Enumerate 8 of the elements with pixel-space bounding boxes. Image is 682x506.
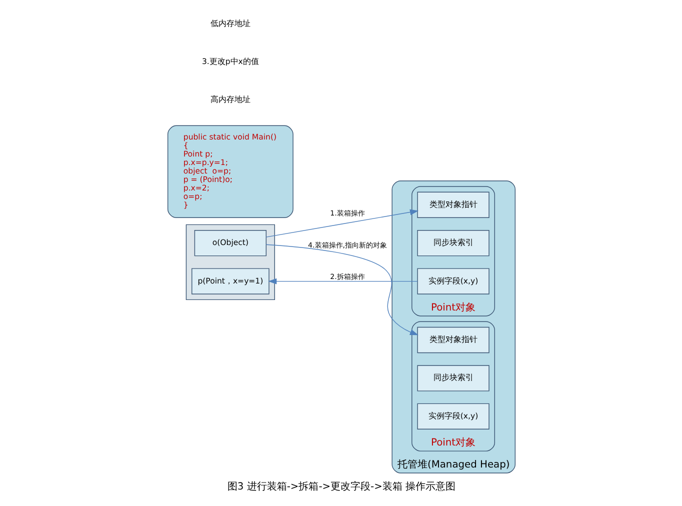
edge-label: 1.装箱操作 xyxy=(330,208,364,218)
arrow xyxy=(265,244,418,336)
arrow xyxy=(265,209,418,238)
edge-label: 4.装箱操作,指向新的对象 xyxy=(308,240,387,250)
edge-label: 2.拆箱操作 xyxy=(330,272,364,282)
caption: 图3 进行装箱->拆箱->更改字段->装箱 操作示意图 xyxy=(226,481,456,492)
cluster xyxy=(185,224,274,300)
arrow xyxy=(268,278,418,284)
